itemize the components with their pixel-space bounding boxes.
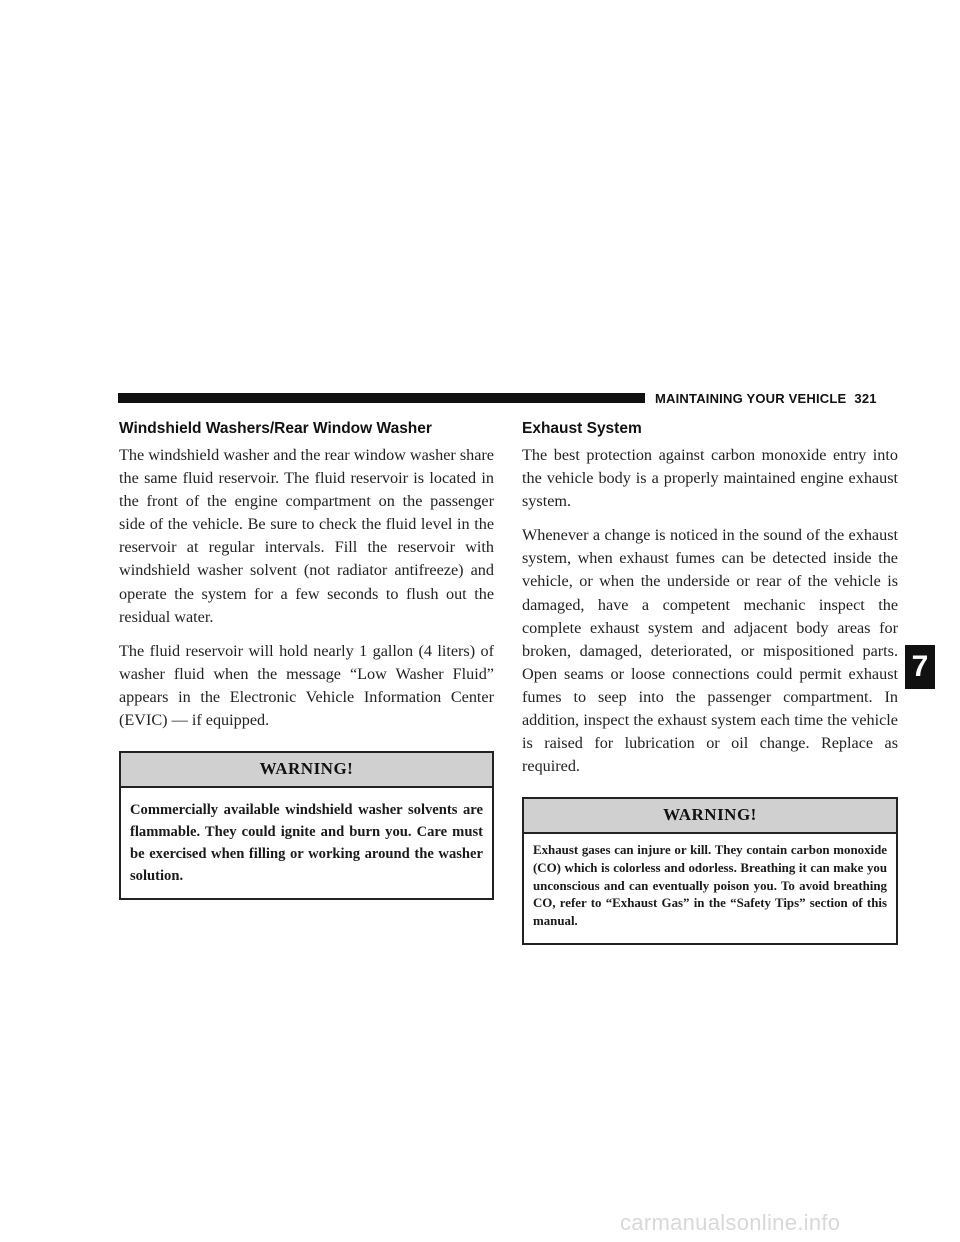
washer-warning-box: WARNING! Commercially available windshie… (119, 751, 494, 901)
washer-paragraph-1: The windshield washer and the rear windo… (119, 446, 494, 626)
exhaust-warning-box: WARNING! Exhaust gases can injure or kil… (522, 797, 898, 946)
chapter-tab: 7 (905, 645, 935, 689)
header-rule (118, 393, 645, 403)
warning-text: Exhaust gases can injure or kill. They c… (533, 843, 887, 928)
warning-title: WARNING! (524, 799, 896, 835)
washer-heading: Windshield Washers/Rear Window Washer (119, 420, 432, 437)
left-column: Windshield Washers/Rear Window Washer Th… (119, 420, 494, 901)
exhaust-heading: Exhaust System (522, 420, 642, 437)
exhaust-paragraph-1: The best protection against carbon monox… (522, 446, 898, 511)
section-title: MAINTAINING YOUR VEHICLE (655, 391, 847, 406)
right-column: Exhaust System The best protection again… (522, 420, 898, 946)
page-number: 321 (854, 391, 877, 406)
exhaust-paragraph-2: Whenever a change is noticed in the soun… (522, 526, 898, 776)
running-head: MAINTAINING YOUR VEHICLE 321 (655, 391, 877, 406)
warning-text: Commercially available windshield washer… (130, 802, 483, 885)
watermark: carmanualsonline.info (620, 1210, 841, 1235)
washer-paragraph-2: The fluid reservoir will hold nearly 1 g… (119, 641, 494, 730)
warning-title: WARNING! (121, 753, 492, 789)
